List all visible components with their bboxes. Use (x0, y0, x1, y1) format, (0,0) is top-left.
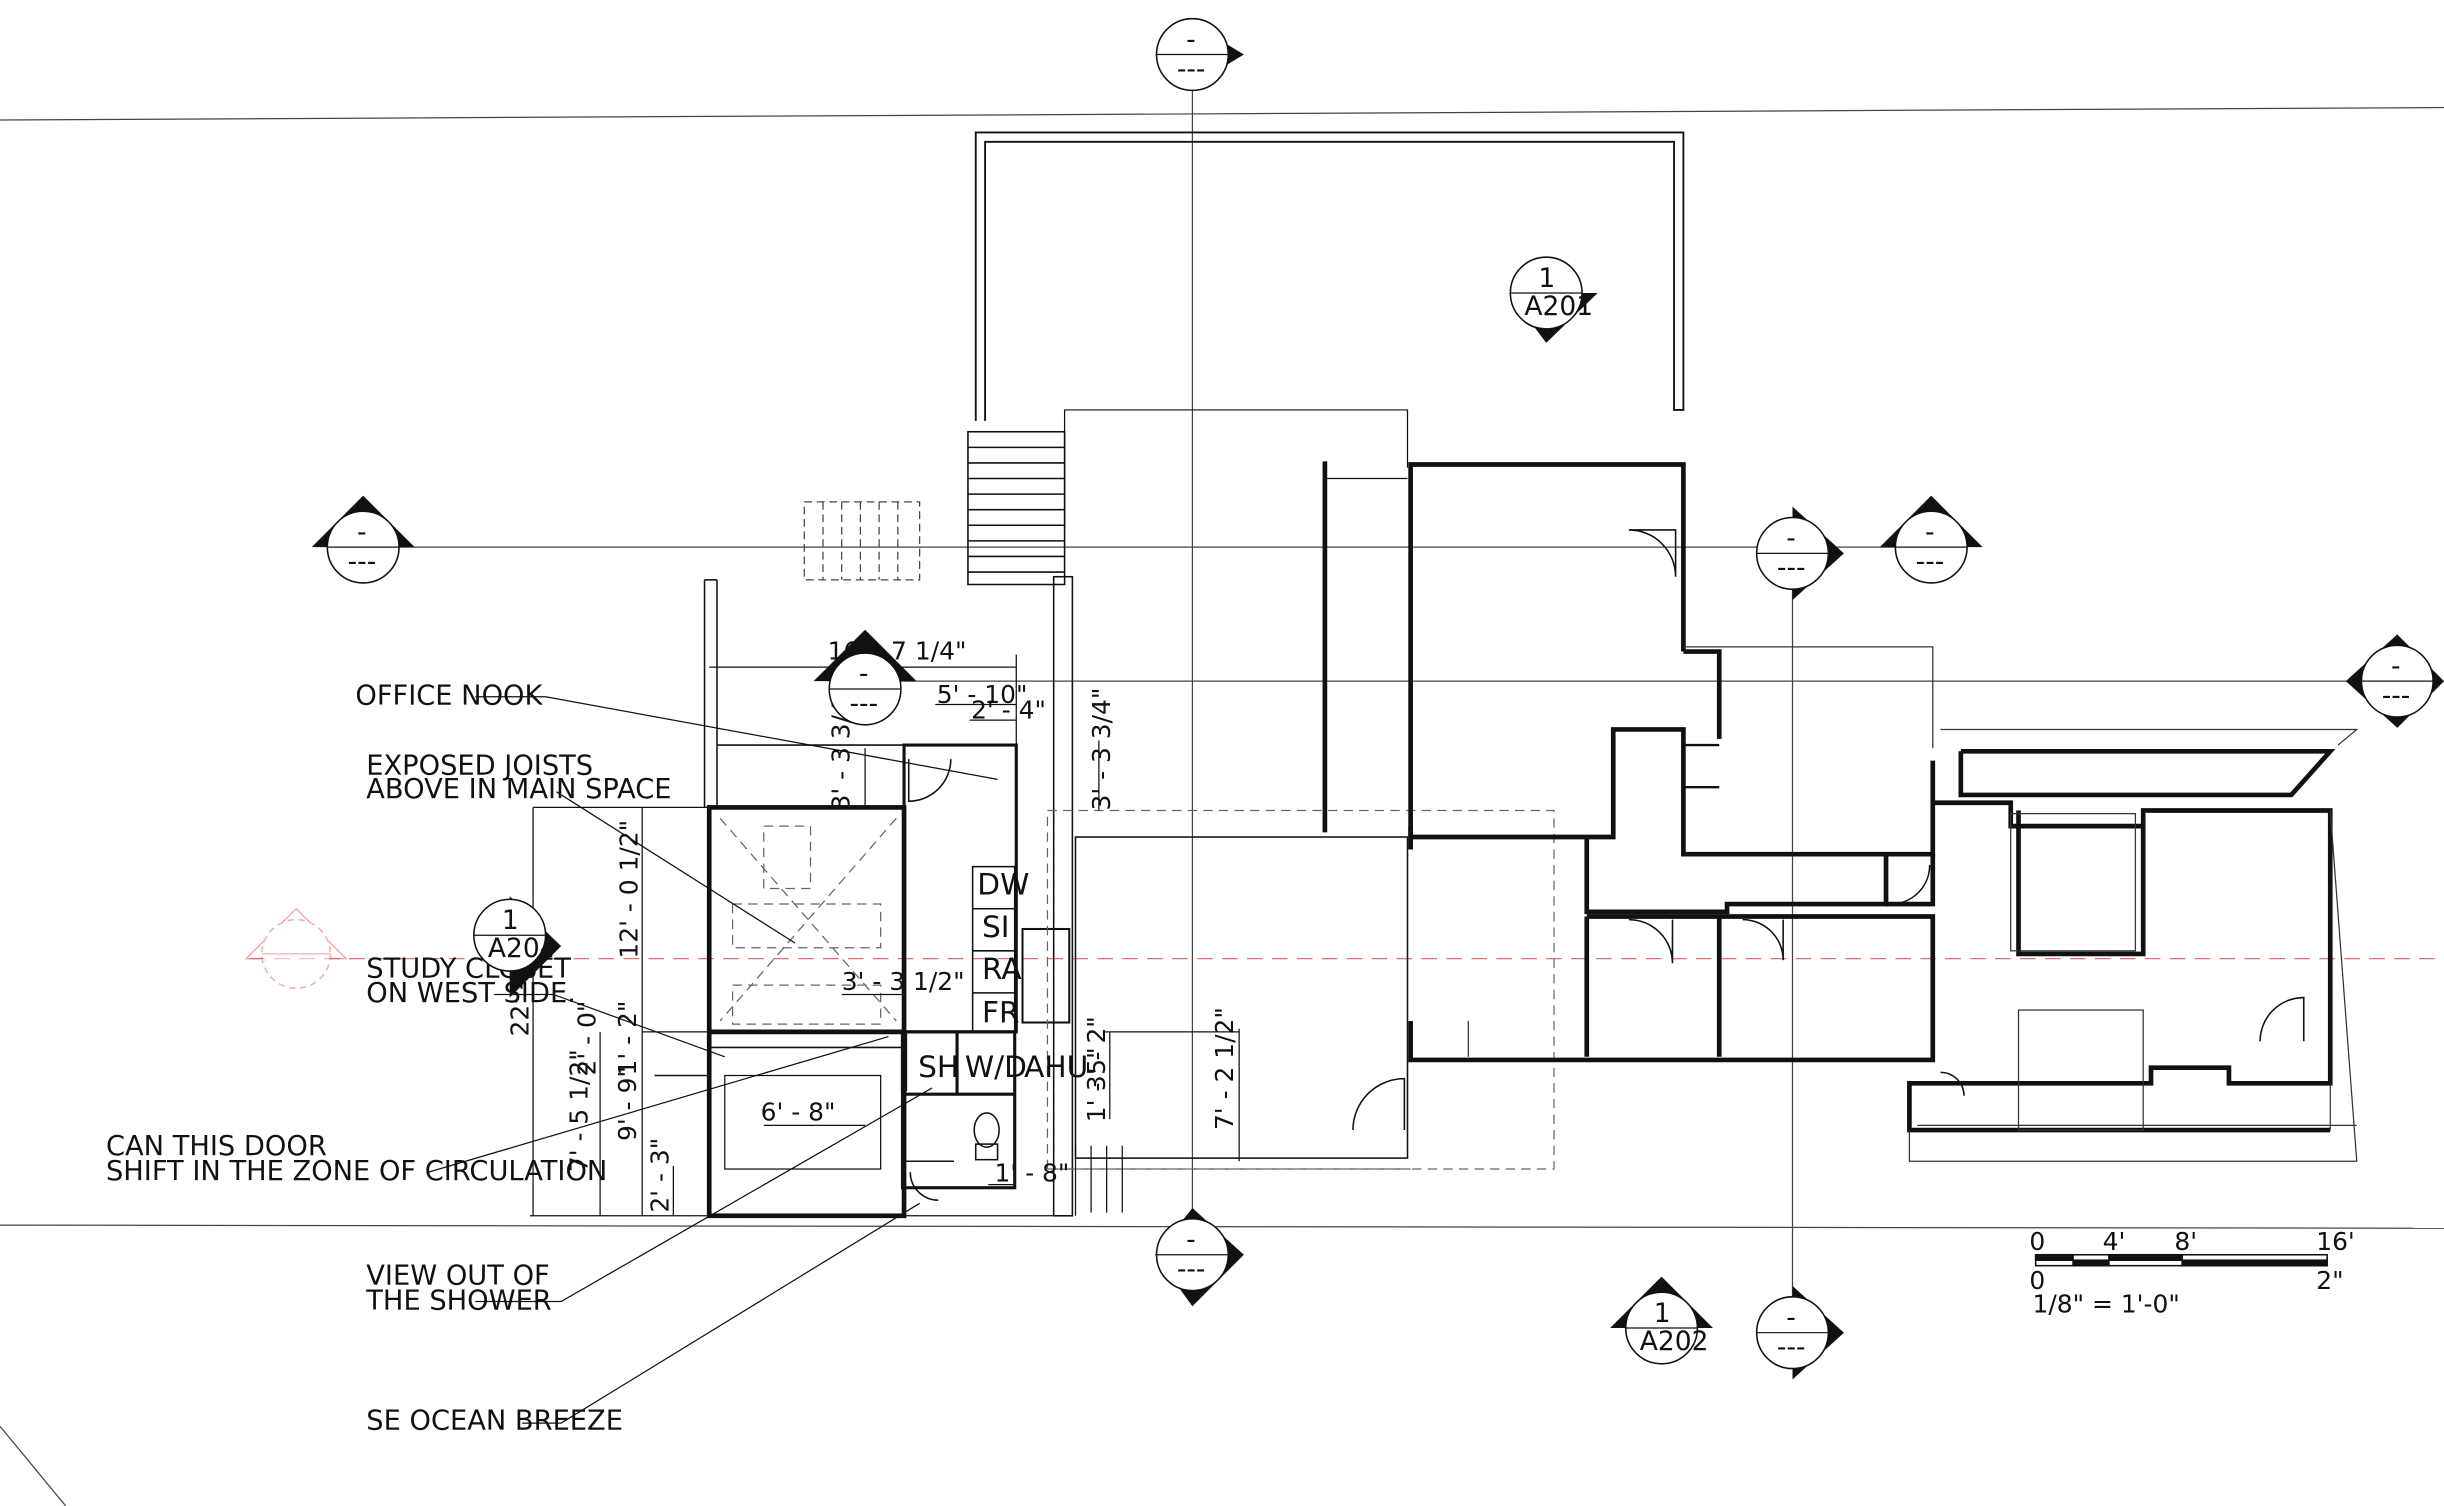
section-marker-a201: 1 A201 (1508, 256, 1598, 343)
dim-3-2: 3' - 2" (1082, 1016, 1111, 1091)
dim-1-8: 1' - 8" (994, 1158, 1069, 1187)
note-exposed-joists-2: ABOVE IN MAIN SPACE (366, 774, 671, 805)
note-exposed-joists-1: EXPOSED JOISTS (366, 751, 593, 782)
deck-outline (974, 131, 1685, 1216)
svg-text:1: 1 (502, 905, 519, 936)
svg-text:1: 1 (1654, 1298, 1671, 1329)
svg-text:A204: A204 (488, 933, 557, 964)
svg-text:A202: A202 (1640, 1326, 1709, 1357)
scale-bottom-2: 2" (2316, 1266, 2343, 1295)
exposed-joists-area (719, 809, 1555, 1170)
room-si: SI (982, 910, 1010, 944)
svg-text:-: - (1925, 517, 1935, 548)
door-swings (1352, 529, 2305, 1131)
dim-1-2: 1' - 2" (613, 1001, 642, 1076)
svg-text:---: --- (849, 688, 878, 719)
scale-tick-0: 0 (2029, 1227, 2045, 1256)
note-study-closet-2: ON WEST SIDE. (366, 978, 576, 1009)
section-marker-a202: 1 A202 (1610, 1276, 1714, 1365)
svg-text:---: --- (1916, 546, 1945, 577)
svg-text:---: --- (2382, 681, 2411, 712)
stair (967, 430, 1066, 586)
dim-7-5: 7' - 5 1/2" (565, 1049, 594, 1172)
scale-ratio: 1/8" = 1'-0" (2033, 1289, 2180, 1318)
svg-text:---: --- (1177, 54, 1206, 85)
note-se-breeze: SE OCEAN BREEZE (366, 1405, 623, 1436)
room-ahu: AHU (1024, 1050, 1088, 1084)
note-view-shower-2: THE SHOWER (365, 1285, 552, 1316)
leader-lines (428, 696, 998, 1424)
scale-tick-8: 8' (2174, 1227, 2197, 1256)
svg-text:-: - (1786, 1302, 1796, 1333)
svg-text:-: - (1186, 24, 1196, 55)
room-sh: SH (918, 1050, 959, 1084)
dim-7-2: 7' - 2 1/2" (1210, 1007, 1239, 1130)
dim-12-0: 12' - 0 1/2" (615, 820, 644, 959)
section-marker-top: - --- (1154, 17, 1244, 92)
svg-text:-: - (1786, 523, 1796, 554)
svg-text:-: - (357, 517, 367, 548)
svg-text:---: --- (1777, 553, 1806, 584)
section-marker-a204: 1 A204 (473, 896, 562, 998)
thin-lines (1467, 646, 2359, 1162)
scale-bar (2034, 1253, 2328, 1267)
section-marker-mid-left: - --- (813, 629, 917, 726)
note-can-door-1: CAN THIS DOOR (106, 1131, 327, 1162)
svg-text:-: - (1186, 1225, 1196, 1256)
section-marker-right-1: - --- (1755, 506, 1844, 601)
svg-text:---: --- (1777, 1332, 1806, 1363)
svg-text:-: - (2391, 651, 2401, 682)
svg-text:-: - (859, 659, 869, 690)
dim-2-0: 2' - 0" (572, 1001, 601, 1076)
svg-text:A201: A201 (1524, 291, 1593, 322)
section-marker-right-2: - --- (1879, 495, 1983, 584)
scale-tick-16: 16' (2316, 1227, 2355, 1256)
svg-text:---: --- (1177, 1254, 1206, 1285)
dim-5-10: 5' - 10" (937, 680, 1028, 709)
note-view-shower-1: VIEW OUT OF (366, 1260, 549, 1291)
svg-text:---: --- (348, 546, 377, 577)
section-marker-bottom-mid: - --- (1154, 1207, 1244, 1307)
main-walls (1408, 462, 2336, 1133)
dim-2-3: 2' - 3" (646, 1138, 675, 1213)
section-marker-bottom-right: - --- (1755, 1285, 1844, 1380)
dim-3-3-12: 3' - 3 1/2" (842, 967, 965, 996)
dim-2-4: 2' - 4" (971, 696, 1046, 725)
dim-6-8: 6' - 8" (761, 1098, 836, 1127)
svg-text:1: 1 (1538, 263, 1555, 294)
room-ra: RA (982, 952, 1022, 986)
scale-tick-4: 4' (2103, 1227, 2126, 1256)
room-wd: W/D (965, 1050, 1027, 1084)
room-dw: DW (977, 868, 1029, 902)
room-fr: FR (982, 996, 1020, 1030)
note-office-nook: OFFICE NOOK (355, 681, 543, 712)
dim-9-9: 9' - 9" (613, 1066, 642, 1141)
section-marker-far-right: - --- (2345, 634, 2444, 728)
dim-3-3-34-b: 3' - 3 3/4" (1087, 688, 1116, 811)
section-marker-left-upper: - --- (311, 495, 415, 584)
dim-1-5: 1' - 5" (1082, 1047, 1111, 1122)
note-can-door-2: SHIFT IN THE ZONE OF CIRCULATION (106, 1156, 607, 1187)
grid-lines (0, 77, 2444, 1506)
dimension-lines (532, 654, 1240, 1216)
section-marker-red (244, 907, 348, 989)
dashed-stair (803, 501, 921, 581)
scale-bottom-0: 0 (2029, 1266, 2045, 1295)
